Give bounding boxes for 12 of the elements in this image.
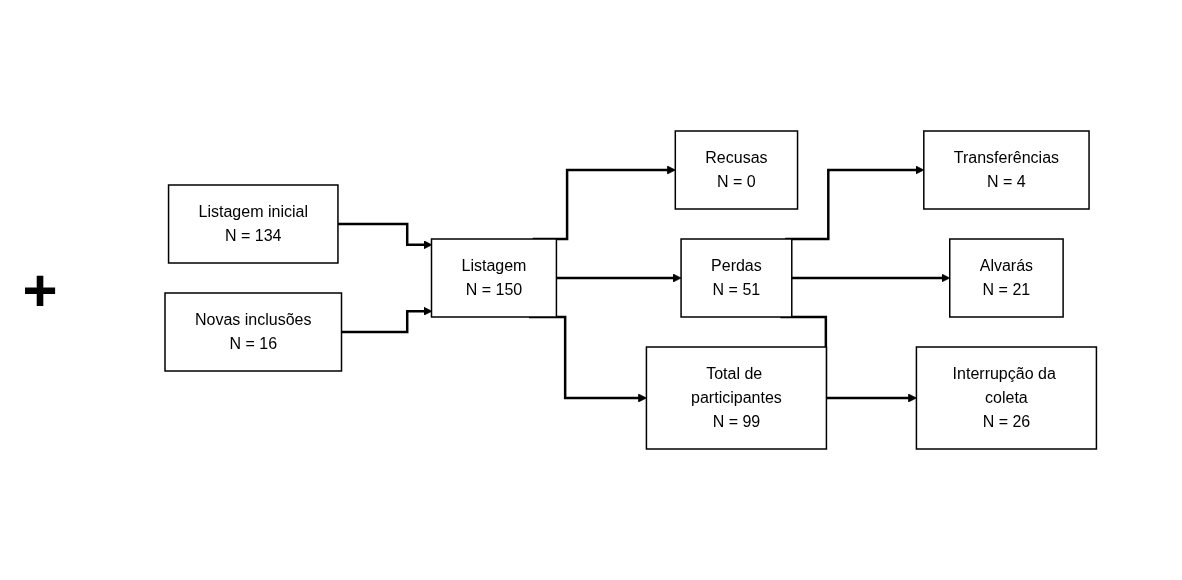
- arrow: [556, 273, 682, 283]
- node-box: Transferências N = 4: [923, 130, 1091, 210]
- node-box: Recusas N = 0: [674, 130, 799, 210]
- node-box: Listagem inicial N = 134: [168, 184, 339, 264]
- plus-sign: +: [21, 255, 59, 325]
- node-box: Interrupção da coleta N = 26: [915, 346, 1098, 450]
- arrow: [792, 273, 951, 283]
- node-box: Alvarás N = 21: [949, 238, 1065, 318]
- node-box: Total de participantes N = 99: [645, 346, 828, 450]
- node-box: Listagem N = 150: [431, 238, 558, 318]
- node-box: Novas inclusões N = 16: [164, 292, 343, 372]
- node-box: Perdas N = 51: [680, 238, 793, 318]
